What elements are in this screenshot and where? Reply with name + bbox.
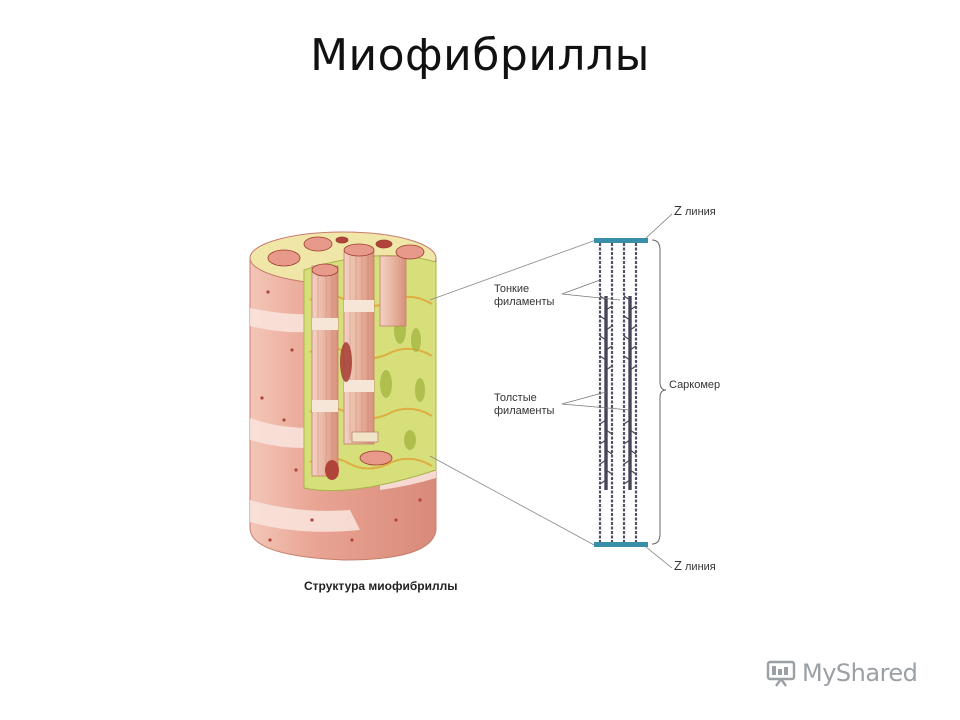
muscle-fiber-cylinder bbox=[249, 231, 437, 561]
thick-filaments-label-2: филаменты bbox=[494, 405, 555, 417]
label-leaders bbox=[561, 213, 673, 569]
thin-filaments bbox=[598, 243, 638, 542]
z-top-letter: Z bbox=[674, 203, 682, 218]
myofibril-strand bbox=[379, 255, 407, 327]
z-line-bottom bbox=[594, 542, 648, 547]
z-line-top bbox=[594, 238, 648, 243]
z-bottom-letter: Z bbox=[674, 558, 682, 573]
z-top-word: линия bbox=[685, 206, 716, 218]
thin-filaments-label-1: Тонкие bbox=[494, 283, 529, 295]
inner-myofibrils bbox=[311, 251, 407, 477]
diagram-caption: Структура миофибриллы bbox=[304, 579, 458, 593]
svg-text:Z линия: Z линия bbox=[674, 558, 716, 573]
sarcomere-bracket bbox=[651, 239, 667, 545]
myofibril-cut-ends bbox=[267, 236, 425, 466]
watermark-logo: MyShared bbox=[766, 656, 918, 690]
z-bottom-word: линия bbox=[685, 561, 716, 573]
thick-filaments-label-1: Толстые bbox=[494, 392, 537, 404]
svg-text:Z линия: Z линия bbox=[674, 203, 716, 218]
fiber-nucleus bbox=[325, 460, 339, 480]
presentation-board-icon bbox=[766, 660, 796, 687]
fiber-surface-dots bbox=[260, 290, 422, 542]
slide-title: Миофибриллы bbox=[310, 30, 650, 81]
thin-filaments-label-2: филаменты bbox=[494, 296, 555, 308]
fiber-nucleus bbox=[340, 342, 352, 382]
myofibril-strand bbox=[311, 265, 339, 477]
thick-filaments bbox=[599, 295, 637, 490]
sarcomere-label: Саркомер bbox=[669, 379, 720, 391]
watermark-text: MyShared bbox=[802, 659, 918, 687]
projection-lines bbox=[429, 239, 597, 547]
sarcomere-schematic: Z линия Тонкие филаменты Толстые филамен… bbox=[494, 203, 720, 573]
fiber-band bbox=[250, 500, 360, 532]
